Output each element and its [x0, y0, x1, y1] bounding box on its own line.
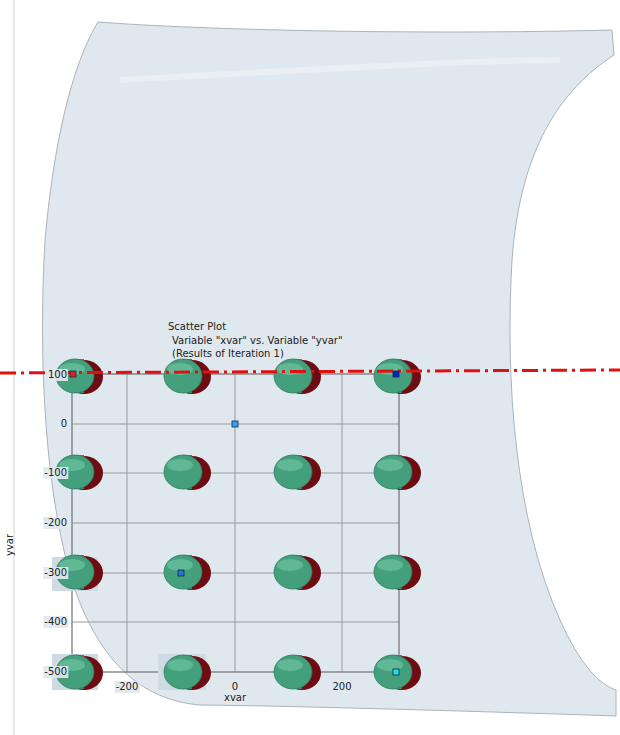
cylinder: [274, 359, 321, 394]
tick-label: -500: [43, 666, 68, 678]
grid-line: [72, 473, 399, 474]
cylinder: [274, 655, 321, 690]
tick-label: -300: [43, 567, 68, 579]
tick-label: -200: [115, 681, 140, 693]
tick-label: 0: [60, 418, 68, 430]
plot-border: [72, 374, 399, 672]
plot-grid: [72, 374, 399, 672]
frame-line: [14, 0, 15, 735]
cylinder: [374, 359, 421, 394]
data-point: [232, 421, 238, 427]
symmetry-line: [0, 370, 620, 373]
tick-label: -200: [43, 517, 68, 529]
grid-line: [72, 573, 399, 574]
cylinder: [274, 455, 321, 490]
grid-line: [72, 523, 399, 524]
cylinder: [164, 359, 211, 394]
plot-subtitle: (Results of Iteration 1): [172, 348, 284, 360]
grid-line: [72, 622, 399, 623]
cylinder: [164, 555, 211, 590]
scatter-points: [70, 371, 399, 675]
data-point: [393, 669, 399, 675]
plot-subtitle: Variable "xvar" vs. Variable "yvar": [172, 335, 343, 347]
plot-title: Scatter Plot: [168, 321, 226, 333]
axis-label: xvar: [223, 692, 247, 704]
axis-label: yvar: [4, 534, 16, 556]
data-point: [178, 570, 184, 576]
cylinder: [164, 655, 211, 690]
cylinder: [164, 455, 211, 490]
cylinder: [374, 555, 421, 590]
data-point: [393, 371, 399, 377]
hood-crease: [120, 60, 560, 80]
tick-label: -400: [43, 616, 68, 628]
cylinder-group: [56, 359, 421, 690]
tick-label: 100: [47, 369, 68, 381]
cylinder: [374, 655, 421, 690]
cylinder: [274, 555, 321, 590]
data-point: [70, 371, 76, 377]
tick-label: 200: [331, 681, 352, 693]
cylinder: [374, 455, 421, 490]
tick-label: -100: [43, 467, 68, 479]
